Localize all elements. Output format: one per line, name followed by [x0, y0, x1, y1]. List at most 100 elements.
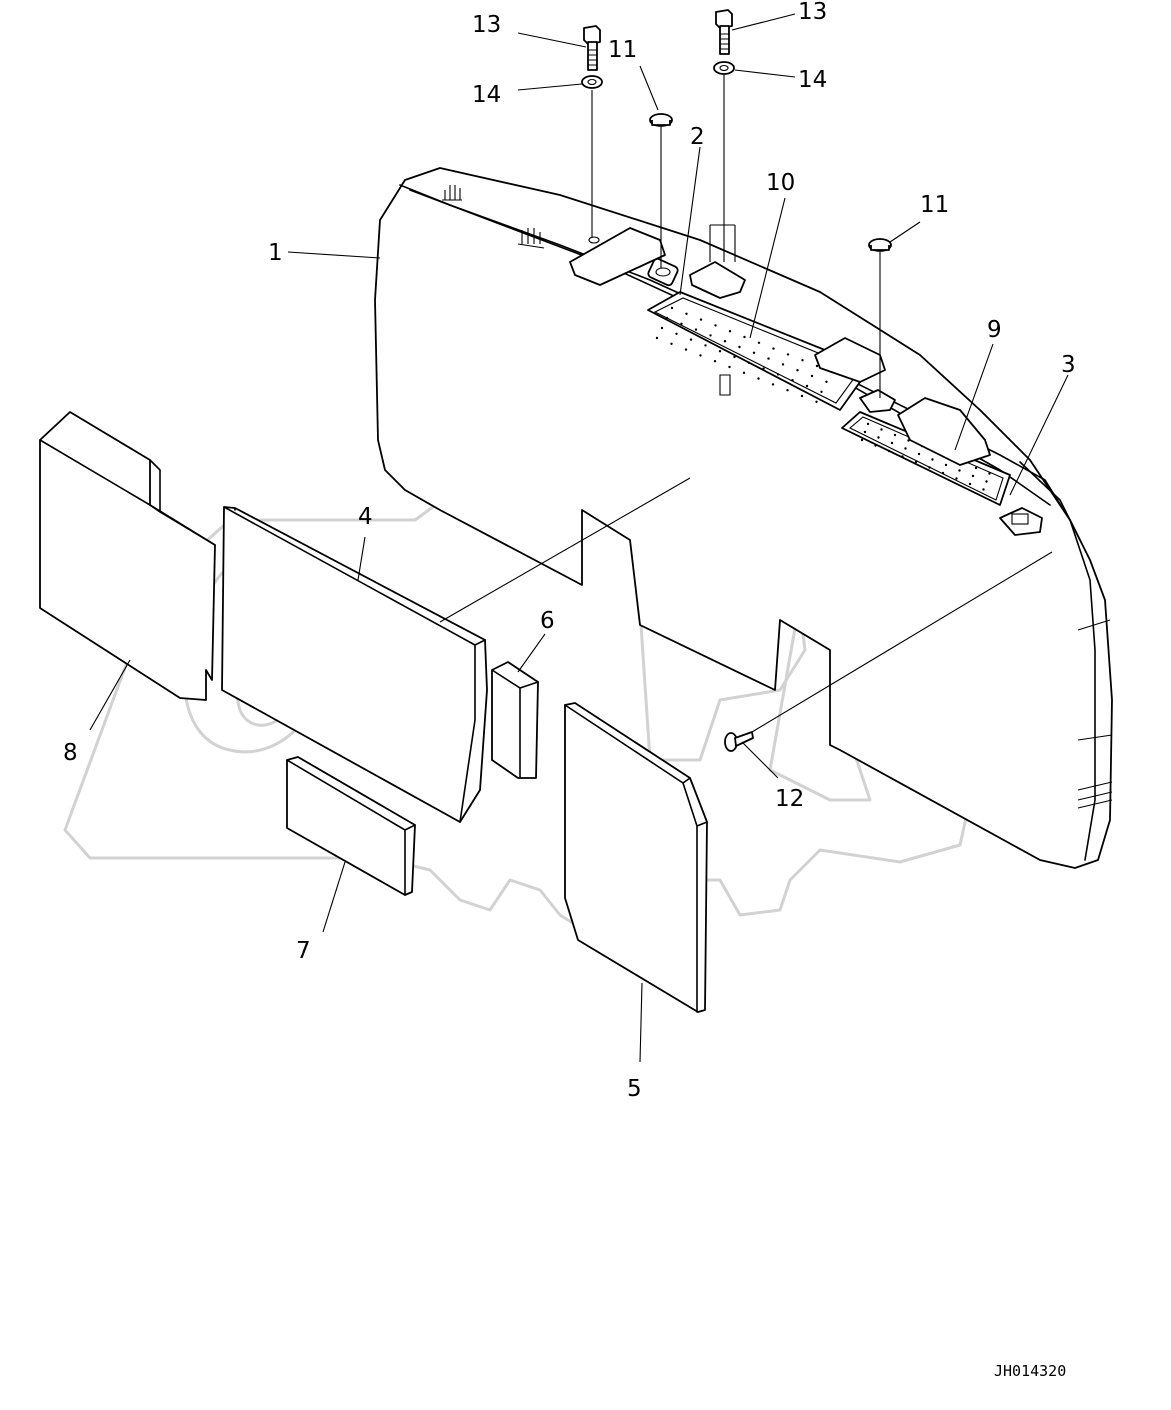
plate-hole [931, 458, 934, 461]
plate-hole [825, 380, 828, 383]
plate-hole [704, 344, 707, 347]
callout-9: 9 [987, 317, 1002, 343]
plate-hole [771, 383, 775, 386]
part-13-bolt-a [583, 25, 601, 71]
plate-hole [694, 328, 698, 331]
plate-hole [781, 363, 785, 366]
plate-hole [805, 384, 809, 388]
plate-hole [887, 449, 891, 453]
part-14-washer-a [581, 75, 603, 89]
plate-hole [747, 361, 751, 364]
part-8-plate [39, 411, 216, 701]
part-13-bolt-b [715, 9, 733, 55]
plate-hole [801, 359, 804, 362]
plate-hole [743, 335, 746, 339]
callout-2: 2 [690, 124, 705, 150]
plate-hole [713, 360, 717, 363]
part-7-block [286, 756, 416, 896]
plate-hole [791, 379, 794, 382]
plate-hole [728, 330, 732, 333]
plate-hole [762, 367, 765, 370]
part-14-washer-b [713, 61, 735, 75]
plate-hole [893, 433, 897, 437]
plate-hole [723, 340, 727, 343]
plate-hole [985, 480, 988, 483]
part-6-block [491, 661, 539, 779]
plate-hole [968, 482, 972, 486]
plate-hole [974, 466, 978, 470]
plate-hole [699, 354, 702, 357]
plate-hole [772, 347, 775, 350]
callout-10: 10 [766, 170, 795, 196]
plate-hole [815, 400, 818, 403]
plate-hole [786, 353, 790, 356]
plate-hole [670, 306, 674, 310]
callout-13-b: 13 [798, 0, 827, 25]
plate-hole [728, 365, 731, 369]
callout-11-b: 11 [920, 192, 949, 218]
callout-labels: 1 2 3 4 5 6 7 8 9 10 11 11 12 13 13 14 1… [63, 0, 1076, 1102]
plate-hole [776, 373, 780, 376]
plate-hole [767, 357, 770, 360]
callout-14-a: 14 [472, 82, 501, 108]
plate-hole [714, 324, 717, 327]
callout-4: 4 [358, 504, 373, 530]
plate-hole [670, 342, 673, 345]
plate-hole [820, 390, 823, 393]
plate-hole [689, 338, 693, 341]
plate-hole [665, 316, 669, 320]
callout-3: 3 [1061, 352, 1076, 378]
drawing-code: JH014320 [994, 1362, 1066, 1380]
part-5-plate [564, 702, 708, 1013]
part-3-bracket [999, 507, 1043, 536]
assembly-lines [439, 75, 1053, 733]
plate-hole [890, 441, 894, 445]
plate-hole [928, 466, 931, 469]
plate-hole [709, 334, 712, 337]
plate-hole [699, 318, 703, 321]
plate-hole [796, 369, 799, 372]
plate-hole [680, 322, 683, 325]
plate-hole [800, 394, 804, 398]
plate-hole [877, 436, 880, 439]
plate-hole [860, 438, 864, 442]
plate-hole [982, 488, 985, 491]
leader-lines [89, 13, 1069, 1063]
plate-hole [988, 472, 991, 475]
callout-14-b: 14 [798, 67, 827, 93]
plate-hole [685, 312, 688, 315]
plate-hole [971, 474, 975, 478]
plate-hole [863, 430, 867, 434]
lifting-pads [569, 227, 991, 466]
callout-13-a: 13 [472, 12, 501, 38]
plate-hole [880, 428, 883, 431]
plate-hole [866, 422, 870, 426]
part-2-recess [647, 257, 679, 287]
callout-11-a: 11 [608, 37, 637, 63]
callout-8: 8 [63, 740, 78, 766]
plate-hole [718, 350, 722, 353]
plate-hole [675, 332, 678, 335]
plate-hole [914, 460, 918, 464]
plate-hole [874, 444, 877, 447]
plate-hole [944, 463, 948, 467]
plate-hole [901, 455, 904, 458]
plate-hole [958, 469, 961, 472]
callout-5: 5 [627, 1076, 642, 1102]
plate-hole [815, 364, 819, 368]
plate-hole [904, 447, 907, 450]
part-11-plug-b [868, 238, 892, 252]
plate-hole [752, 351, 756, 354]
plate-hole [941, 471, 945, 475]
plate-hole [757, 377, 760, 380]
plate-hole [733, 355, 736, 359]
plate-hole [655, 336, 659, 340]
plate-hole [955, 477, 958, 480]
plate-hole [786, 389, 789, 392]
callout-12: 12 [775, 786, 804, 812]
part-11-plug-a [649, 113, 673, 127]
part-4-plate [221, 506, 488, 823]
callout-7: 7 [296, 938, 311, 964]
plate-hole [917, 452, 921, 456]
